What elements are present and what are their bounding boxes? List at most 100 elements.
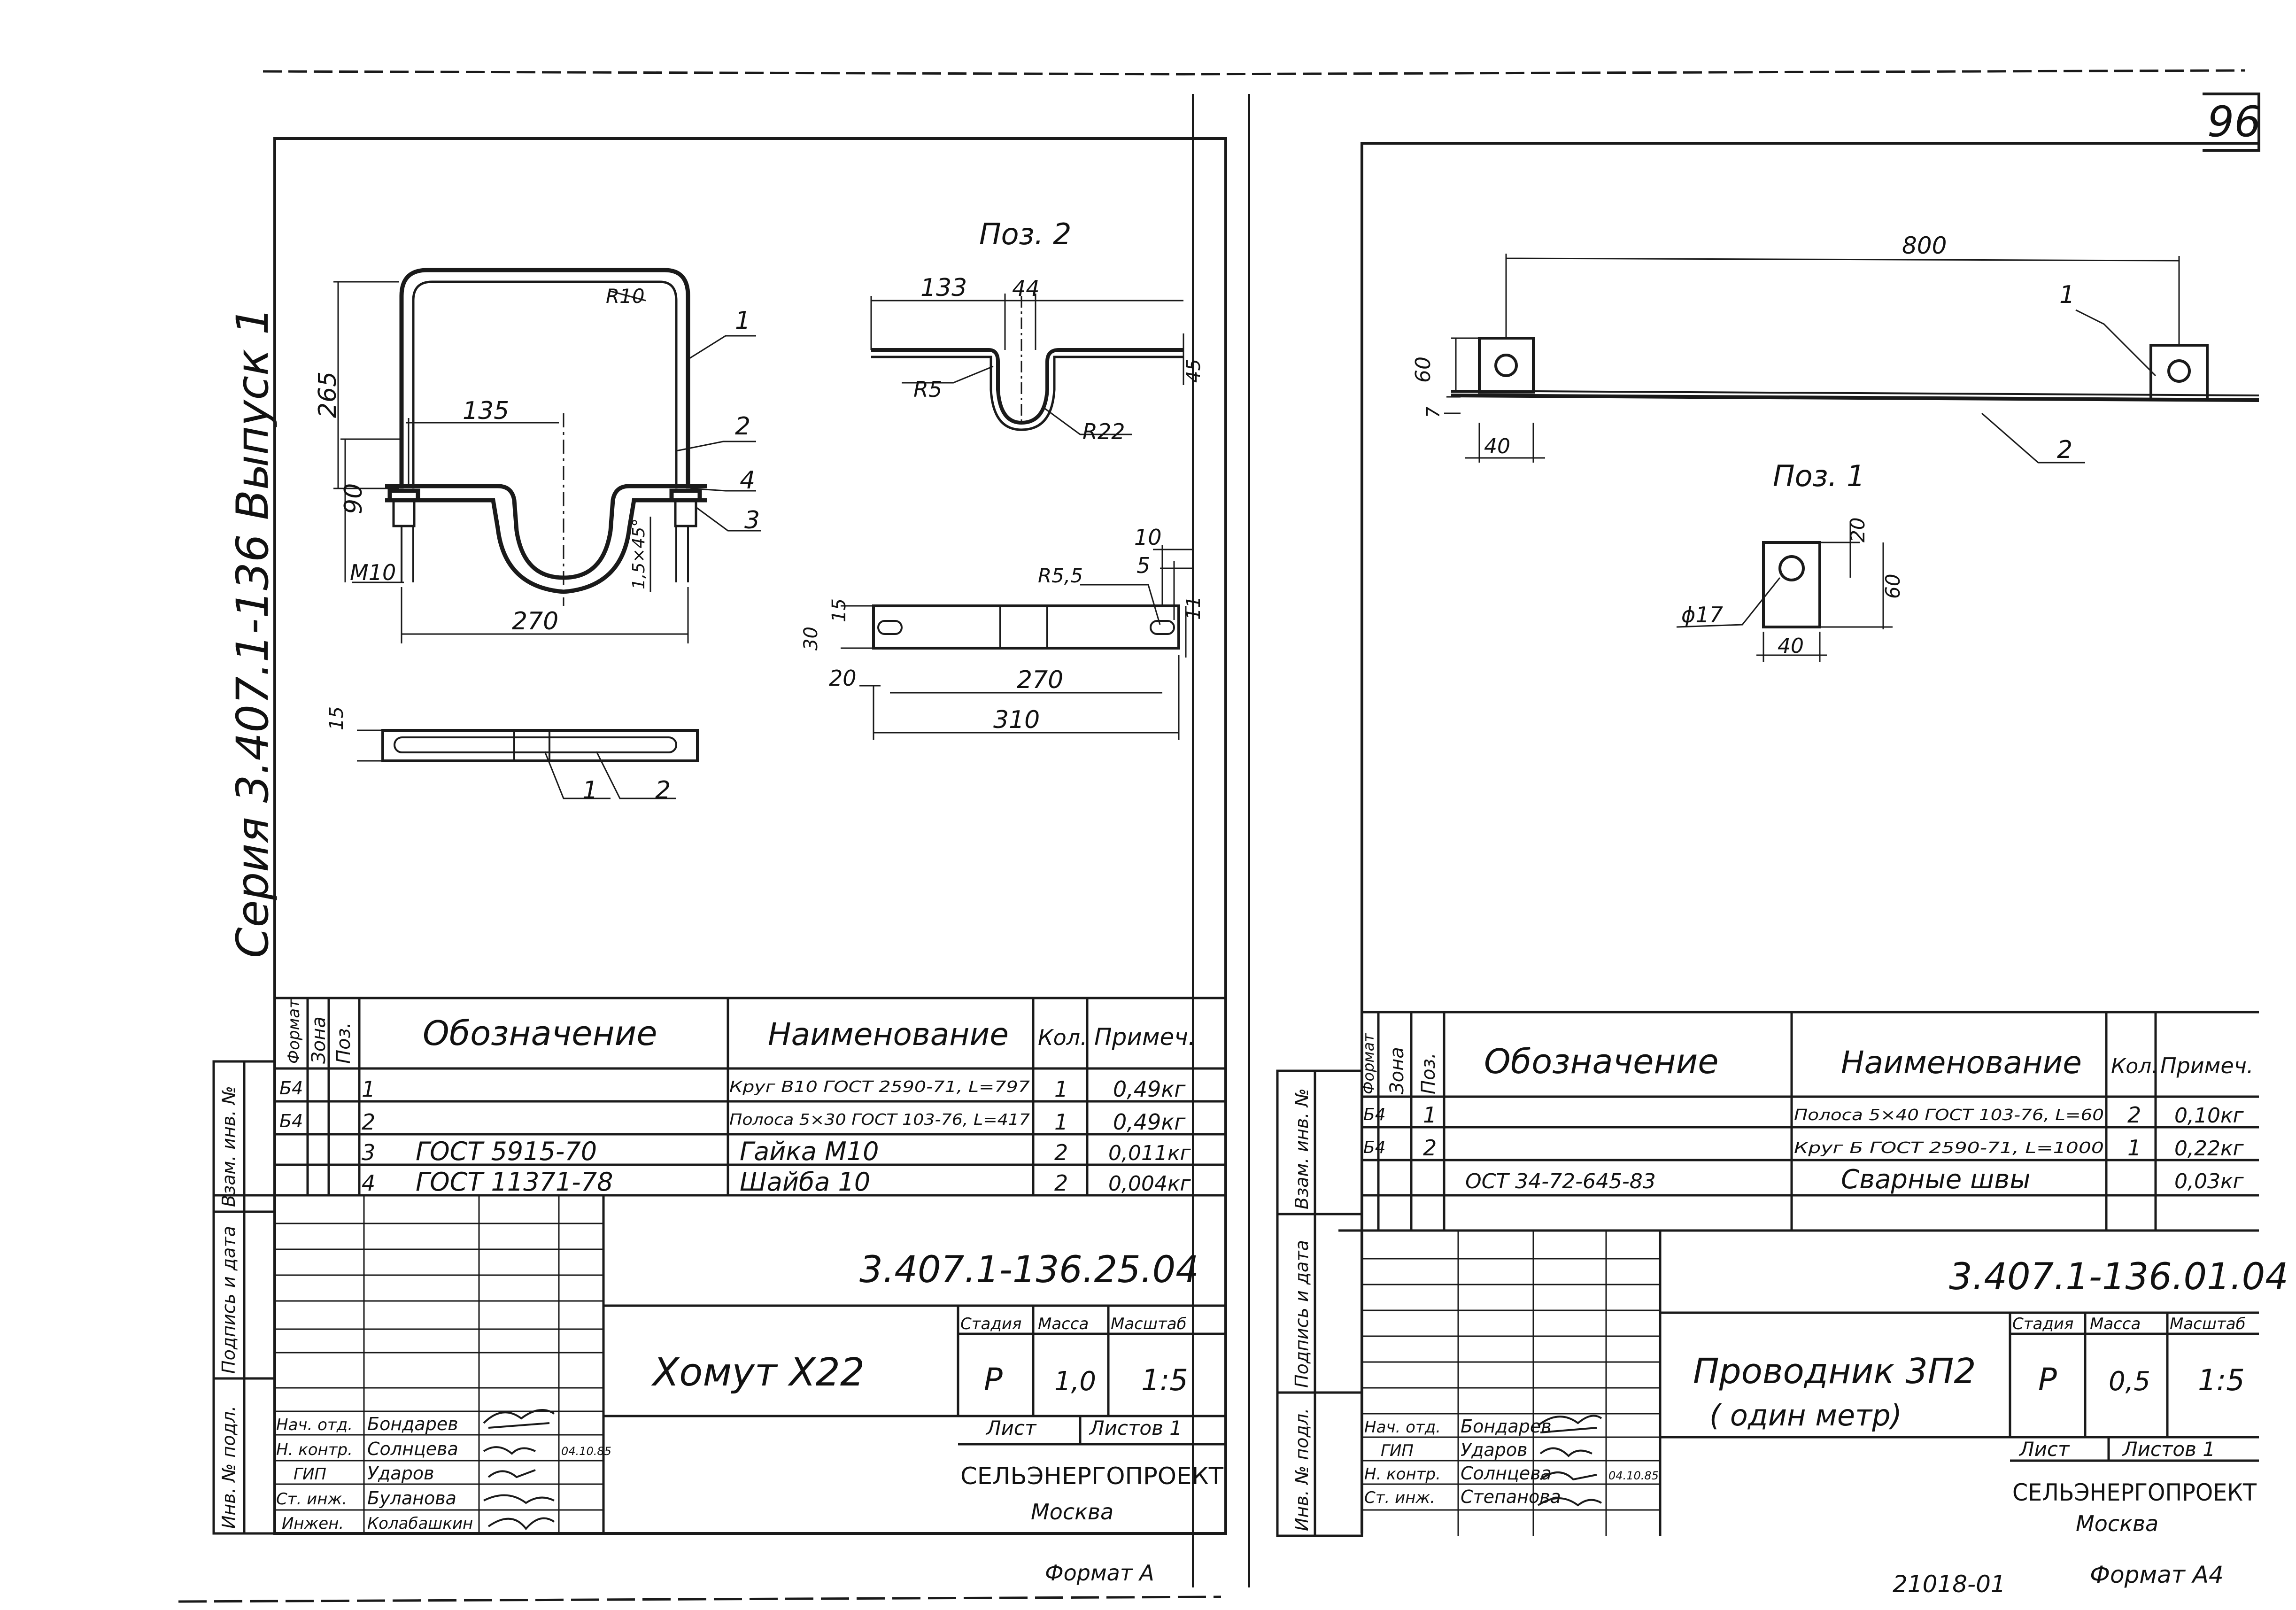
row3-qty: 2 <box>1054 1140 1068 1165</box>
dim-90: 90 <box>340 483 368 514</box>
r-staff-role-4: Ст. инж. <box>1364 1488 1435 1507</box>
doc-number: 3.407.1-136.25.04 <box>859 1249 1199 1291</box>
r-staff-name-1: Бондарев <box>1461 1416 1552 1437</box>
r-staff-name-2: Ударов <box>1461 1440 1527 1460</box>
callout-r1: 1 <box>2059 281 2075 309</box>
right-sheet: 800 60 7 40 1 2 Поз. 1 20 60 ϕ17 40 Форм… <box>1276 142 2288 1598</box>
format-label-left: Формат А <box>1045 1560 1154 1586</box>
dim-40: 40 <box>1484 434 1510 458</box>
row4-note: 0,004кг <box>1108 1172 1191 1196</box>
title: Хомут Х22 <box>651 1350 865 1395</box>
staff-name-2: Солнцева <box>367 1439 458 1459</box>
pos1-dim-17: ϕ17 <box>1681 602 1723 627</box>
callout-3: 3 <box>744 506 760 534</box>
staff-role-4: Ст. инж. <box>276 1490 347 1509</box>
callout-plan-2: 2 <box>655 776 671 805</box>
row1-format: Б4 <box>279 1078 303 1099</box>
r-hdr-pos: Поз. <box>1418 1053 1439 1094</box>
page-number: 96 <box>2207 97 2261 147</box>
staff-name-1: Бондарев <box>367 1414 458 1434</box>
r-hdr-designation: Обозначение <box>1484 1042 1719 1081</box>
pos2-dim-133: 133 <box>920 274 967 302</box>
pos2-dim-r5: R5 <box>913 377 942 402</box>
r-hdr-format: Формат <box>1360 1033 1377 1094</box>
dim-800: 800 <box>1902 232 1947 259</box>
r-row2-qty: 1 <box>2127 1135 2141 1161</box>
stage-header: Стадия <box>960 1315 1021 1333</box>
callout-1: 1 <box>735 307 750 335</box>
row1-note: 0,49кг <box>1113 1076 1186 1102</box>
org-name: СЕЛЬЭНЕРГОПРОЕКТ <box>960 1463 1223 1490</box>
pos1-title: Поз. 1 <box>1773 459 1865 493</box>
pos2-dim-20: 20 <box>829 666 857 691</box>
row3-designation: ГОСТ 5915-70 <box>416 1137 597 1166</box>
hdr-name: Наименование <box>768 1016 1009 1053</box>
sheet-label: Лист <box>985 1416 1037 1440</box>
side-label-2: Подпись и дата <box>218 1226 239 1374</box>
pos2-dim-5: 5 <box>1136 553 1150 578</box>
r-stage-header: Стадия <box>2012 1315 2073 1333</box>
r-row3-name: Сварные швы <box>1841 1164 2031 1195</box>
row3-note: 0,011кг <box>1108 1141 1191 1165</box>
hdr-zone: Зона <box>308 1016 330 1064</box>
left-sheet: R10 265 135 90 M10 270 1,5×45° 1 2 4 3 1… <box>212 137 1227 1586</box>
mass-value: 1,0 <box>1054 1366 1096 1397</box>
row2-qty: 1 <box>1054 1109 1068 1135</box>
r-side-label-1: Взам. инв. № <box>1291 1088 1312 1209</box>
r-hdr-name: Наименование <box>1841 1045 2082 1081</box>
hdr-pos: Поз. <box>333 1022 355 1064</box>
r-sheet-label: Лист <box>2018 1438 2070 1461</box>
r-row1-format: Б4 <box>1363 1105 1386 1124</box>
staff-role-3: ГИП <box>294 1465 326 1484</box>
bottom-note: 21018-01 <box>1893 1571 2006 1598</box>
row2-format: Б4 <box>279 1111 303 1131</box>
r-row1-qty: 2 <box>2127 1102 2141 1128</box>
r-row3-note: 0,03кг <box>2174 1169 2244 1193</box>
staff-name-3: Ударов <box>367 1463 434 1484</box>
row2-pos: 2 <box>362 1109 375 1135</box>
r-hdr-note: Примеч. <box>2160 1053 2254 1078</box>
staff-role-5: Инжен. <box>282 1514 344 1533</box>
r-mass-header: Масса <box>2090 1315 2141 1333</box>
row2-name: Полоса 5×30 ГОСТ 103-76, L=417 <box>729 1110 1030 1129</box>
pos2-dim-11: 11 <box>1183 596 1205 620</box>
row3-pos: 3 <box>362 1140 375 1165</box>
row1-name: Круг В10 ГОСТ 2590-71, L=797 <box>729 1077 1030 1096</box>
staff-role-2: Н. контр. <box>276 1440 353 1459</box>
r-subtitle: ( один метр) <box>1709 1398 1902 1432</box>
r-row2-pos: 2 <box>1423 1135 1437 1161</box>
format-label-right: Формат А4 <box>2090 1561 2224 1588</box>
sheets-label: Листов 1 <box>1089 1416 1182 1440</box>
row4-pos: 4 <box>362 1170 375 1196</box>
row3-name: Гайка М10 <box>740 1137 879 1166</box>
dim-7: 7 <box>1423 407 1444 418</box>
pos2-dim-10: 10 <box>1134 525 1162 550</box>
left-spec-table <box>212 997 1226 1535</box>
side-label-1: Взам. инв. № <box>218 1086 239 1207</box>
staff-name-4: Буланова <box>367 1488 456 1509</box>
row4-qty: 2 <box>1054 1170 1068 1196</box>
r-row1-name: Полоса 5×40 ГОСТ 103-76, L=60 <box>1794 1106 2104 1124</box>
row4-designation: ГОСТ 11371-78 <box>416 1167 613 1197</box>
r-row2-format: Б4 <box>1363 1138 1386 1157</box>
dim-60: 60 <box>1411 356 1435 383</box>
pos2-dim-44: 44 <box>1012 276 1040 301</box>
r-stage-value: Р <box>2038 1362 2057 1398</box>
dim-r10: R10 <box>606 285 645 308</box>
r-hdr-qty: Кол. <box>2111 1054 2158 1078</box>
side-label-3: Инв. № подл. <box>218 1406 239 1529</box>
pos1-dim-20: 20 <box>1846 518 1869 542</box>
r-staff-name-3: Солнцева <box>1461 1463 1552 1484</box>
pos2-dim-30: 30 <box>800 627 822 650</box>
r-row2-name: Круг Б ГОСТ 2590-71, L=1000 <box>1794 1138 2104 1157</box>
r-org-name: СЕЛЬЭНЕРГОПРОЕКТ <box>2012 1479 2257 1506</box>
r-side-label-3: Инв. № подл. <box>1291 1408 1312 1531</box>
callout-4: 4 <box>740 466 755 495</box>
stage-value: Р <box>984 1362 1003 1398</box>
clamp-drawing <box>385 268 707 606</box>
right-spec-table <box>1276 1011 2259 1537</box>
r-doc-number: 3.407.1-136.01.04 <box>1949 1256 2288 1298</box>
pos2-dim-270: 270 <box>1017 666 1063 694</box>
pos1-dim-40: 40 <box>1778 634 1804 658</box>
hdr-note: Примеч. <box>1094 1023 1196 1051</box>
